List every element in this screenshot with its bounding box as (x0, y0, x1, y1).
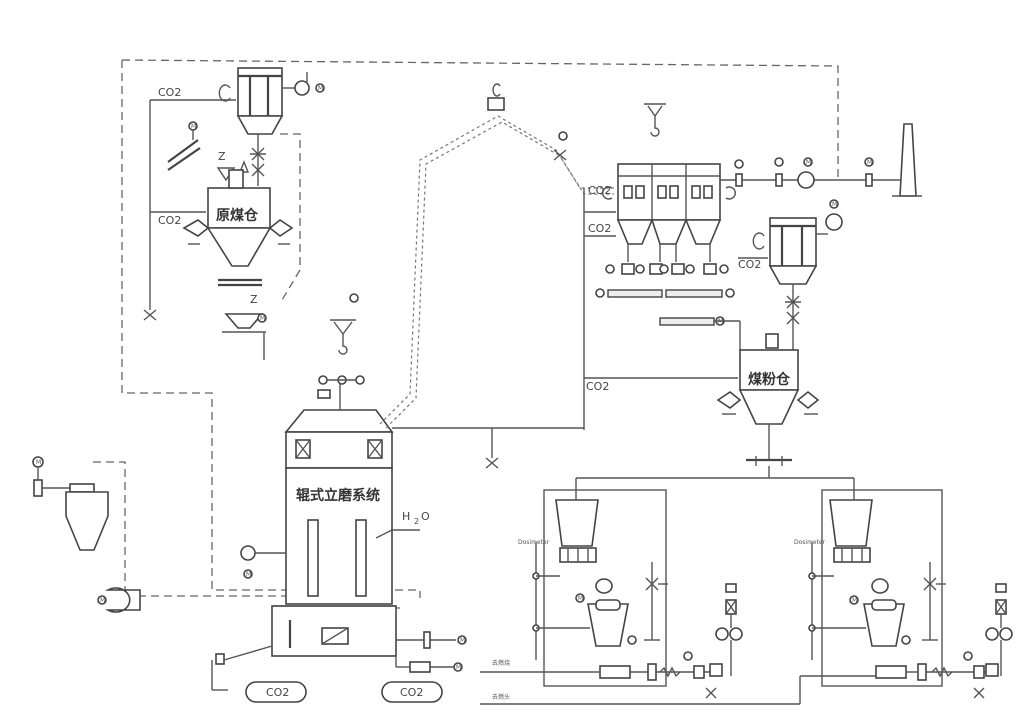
co2-tank (245, 681, 307, 703)
exhaust-stack (899, 123, 917, 197)
co2-label: CO2 (158, 86, 181, 99)
water-label-2: 2 (414, 517, 419, 526)
pulverized-coal-bin (739, 349, 799, 391)
feeder-tag: Dosimeter (518, 539, 550, 546)
motor-label: M (718, 318, 723, 325)
cyclone (65, 491, 109, 551)
svg-text:Z: Z (250, 293, 258, 306)
co2-label: CO2 (588, 222, 611, 235)
motor-label: M (246, 571, 251, 578)
fan-icon (825, 213, 843, 231)
mill-system-label: 辊式立磨系统 (296, 487, 380, 504)
raw-coal-section: Z 原煤仓 Z CO2 CO2 (143, 67, 325, 360)
water-label-o: O (421, 510, 430, 523)
feed-unit-right: Dosimeter (794, 478, 1013, 704)
motor-label: M (318, 85, 323, 92)
motor-label: M (460, 637, 465, 644)
fan-icon (240, 545, 256, 561)
feeder-tag: Dosimeter (794, 539, 826, 546)
outlet-label: 去燃烧 (492, 659, 510, 667)
co2-tank-label: CO2 (266, 686, 289, 699)
pulverized-coal-bin-label: 煤粉仓 (748, 371, 791, 388)
co2-tank-label: CO2 (400, 686, 423, 699)
svg-text:Z: Z (218, 150, 226, 163)
motor-label: M (852, 597, 857, 604)
raw-coal-bin-label: 原煤仓 (216, 207, 259, 224)
cyclone-section (32, 456, 141, 613)
motor-label: M (832, 201, 837, 208)
rotary-valve-icon (250, 147, 266, 177)
screw-conveyor (659, 317, 715, 326)
water-label-h: H (402, 510, 410, 523)
valve-icon (143, 309, 157, 321)
motor-label: M (456, 664, 461, 671)
mill-body (285, 467, 393, 605)
motor-label: M (191, 123, 196, 130)
motor-icon (315, 83, 325, 93)
co2-tank (381, 681, 443, 703)
co2-label: CO2 (738, 258, 761, 271)
feed-unit-left: Dosimeter 去燃烧 去燃头 (480, 478, 800, 705)
motor-label: M (806, 159, 811, 166)
hoist-icon (330, 319, 356, 355)
co2-label: CO2 (158, 214, 181, 227)
main-bag-filter: CO2 CO2 (392, 103, 922, 469)
co2-label: CO2 (588, 184, 611, 197)
motor-label: M (36, 459, 41, 466)
motor-label: M (260, 315, 265, 322)
screw-conveyor (665, 289, 723, 298)
co2-label: CO2 (586, 380, 609, 393)
motor-label: M (578, 595, 583, 602)
roller-mill-system: 辊式立磨系统 H 2 O (211, 83, 614, 703)
screw-conveyor (607, 289, 663, 298)
fan-icon (797, 171, 815, 189)
motor-label: M (100, 597, 105, 604)
outlet-label: 去燃头 (492, 693, 510, 701)
pulverized-coal-section: CO2 煤粉仓 CO2 (576, 199, 854, 479)
dashed-co2-loop (93, 59, 839, 609)
motor-markers: M M M M M M M M M M M M M M (36, 85, 872, 671)
motor-label: M (867, 159, 872, 166)
fan-icon (294, 80, 310, 96)
